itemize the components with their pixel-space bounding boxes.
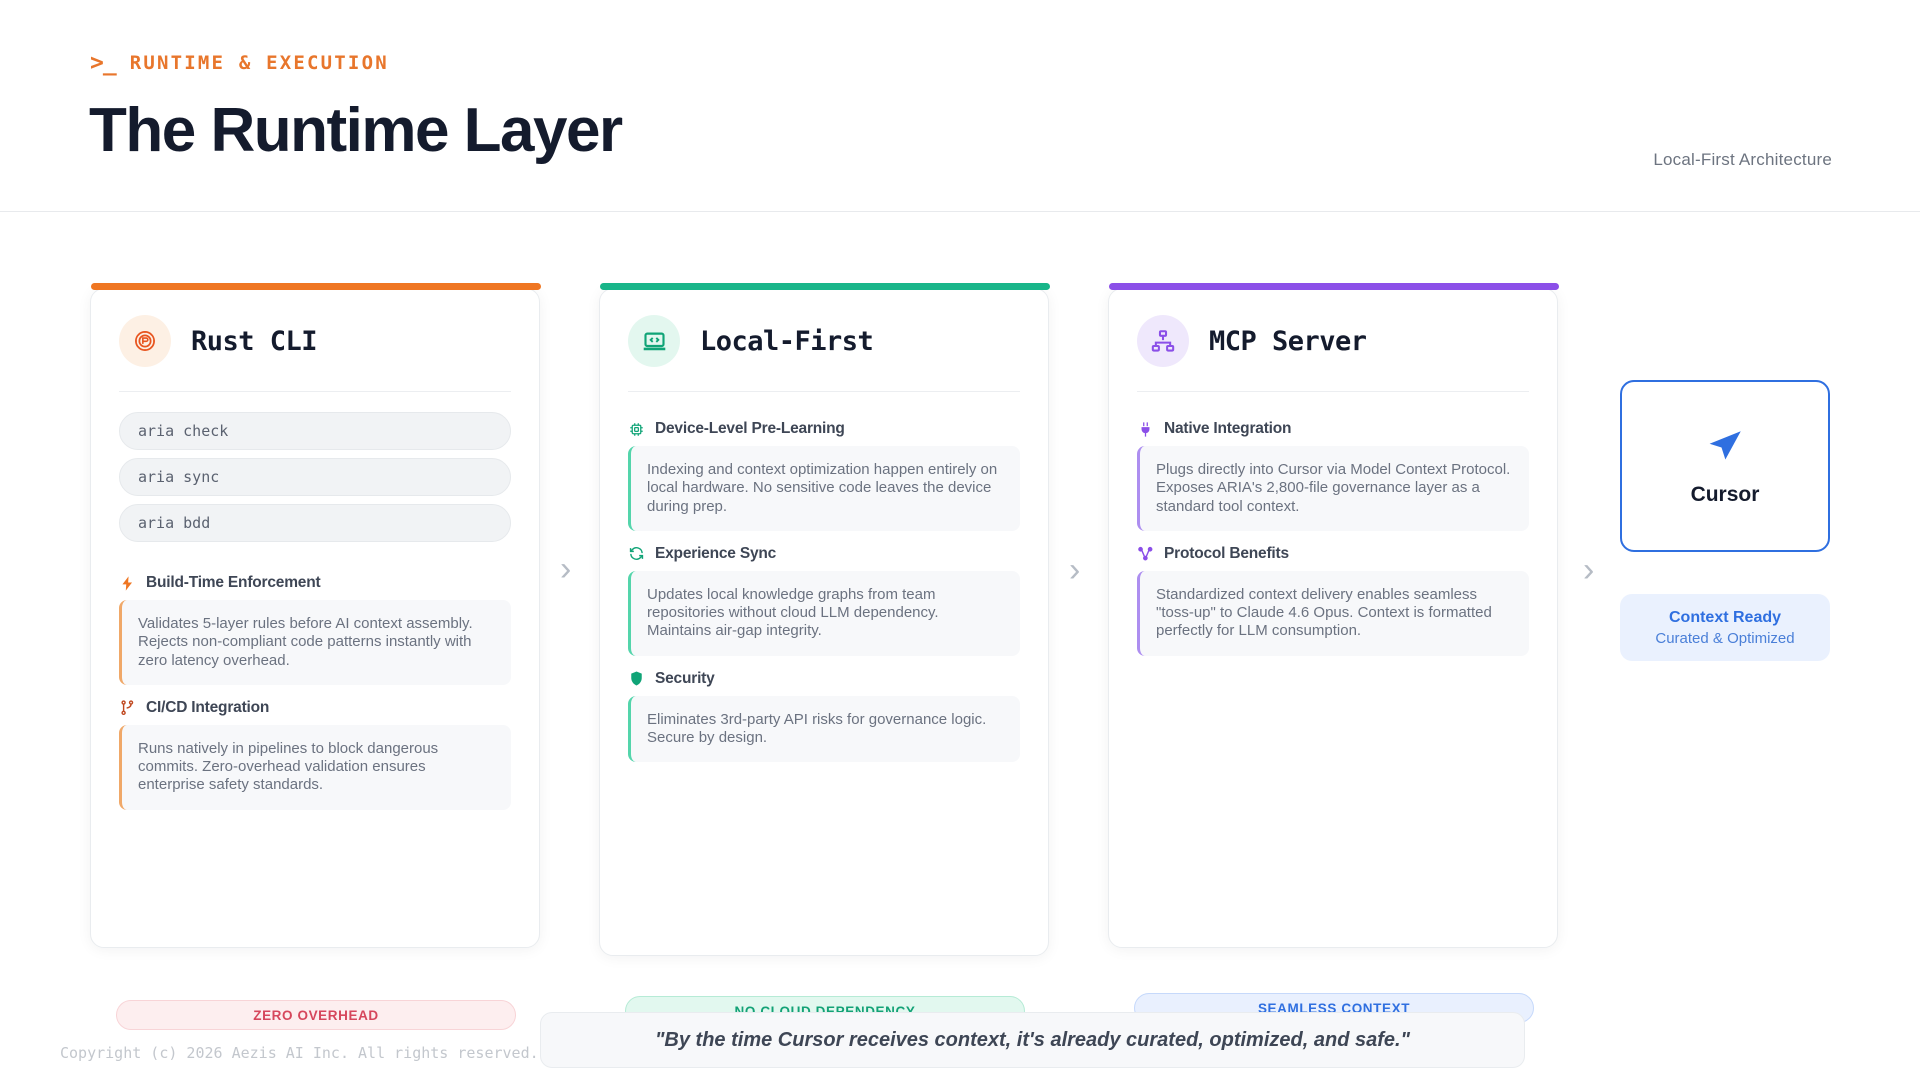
chip-subtitle: Curated & Optimized — [1655, 629, 1795, 647]
command-pill[interactable]: aria check — [119, 412, 511, 450]
page-title: The Runtime Layer — [89, 96, 623, 165]
card-accent-bar — [91, 283, 541, 290]
sync-refresh-icon — [629, 547, 644, 561]
feature-title: Security — [655, 669, 715, 687]
card-title: MCP Server — [1209, 325, 1367, 357]
command-pill[interactable]: aria bdd — [119, 504, 511, 542]
card-rust-cli[interactable]: Rust CLI aria check aria sync aria bdd B… — [90, 283, 541, 948]
cards-row: Rust CLI aria check aria sync aria bdd B… — [0, 212, 1920, 972]
flow-chevron-icon: › — [1069, 551, 1081, 589]
feature-list: Native Integration Plugs directly into C… — [1109, 392, 1557, 656]
feature-body: Standardized context delivery enables se… — [1137, 570, 1529, 656]
cpu-chip-icon — [630, 422, 643, 436]
divider — [628, 391, 1020, 392]
status-badge-zero-overhead: ZERO OVERHEAD — [116, 1000, 516, 1030]
card-header: Local-First — [600, 289, 1048, 367]
card-accent-bar — [1109, 283, 1559, 290]
network-hierarchy-icon — [1137, 315, 1189, 367]
feature-list: Build-Time Enforcement Validates 5-layer… — [91, 550, 539, 810]
card-accent-bar — [600, 283, 1050, 290]
feature-body: Indexing and context optimization happen… — [628, 446, 1020, 531]
feature-title: Native Integration — [1164, 420, 1292, 437]
card-local-first[interactable]: Local-First Device-Level Pre-Learning In… — [599, 283, 1050, 956]
cursor-label: Cursor — [1690, 483, 1760, 506]
footer-copyright: Copyright (c) 2026 Aezis AI Inc. All rig… — [60, 1044, 539, 1062]
plug-icon — [1141, 421, 1150, 437]
feature-body: Plugs directly into Cursor via Model Con… — [1137, 446, 1529, 531]
feature-header: Device-Level Pre-Learning — [628, 420, 1020, 438]
shield-icon — [631, 671, 642, 686]
feature-header: Native Integration — [1137, 420, 1529, 438]
flow-chevron-icon: › — [560, 550, 572, 588]
breadcrumb: >_ RUNTIME & EXECUTION — [90, 50, 389, 76]
feature-body: Eliminates 3rd-party API risks for gover… — [628, 695, 1020, 763]
card-title: Rust CLI — [191, 325, 318, 357]
terminal-prompt-icon: >_ — [90, 50, 117, 76]
feature-title: Device-Level Pre-Learning — [655, 420, 845, 437]
share-nodes-icon — [1138, 547, 1153, 561]
card-mcp-server[interactable]: MCP Server Native Integration Plugs dire… — [1108, 283, 1559, 948]
feature-header: Protocol Benefits — [1137, 545, 1529, 563]
feature-header: CI/CD Integration — [119, 699, 511, 717]
command-pill[interactable]: aria sync — [119, 458, 511, 496]
feature-list: Device-Level Pre-Learning Indexing and c… — [600, 392, 1048, 763]
feature-header: Build-Time Enforcement — [119, 574, 511, 592]
feature-header: Security — [628, 670, 1020, 688]
chip-title: Context Ready — [1668, 608, 1782, 626]
cursor-arrow-icon — [1709, 431, 1741, 460]
divider — [1137, 391, 1529, 392]
command-list: aria check aria sync aria bdd — [91, 392, 539, 542]
cursor-destination-box[interactable]: Cursor — [1620, 380, 1830, 552]
rust-gear-icon — [119, 315, 171, 367]
divider — [119, 391, 511, 392]
lightning-bolt-icon — [122, 575, 133, 591]
feature-body: Updates local knowledge graphs from team… — [628, 570, 1020, 656]
git-branch-icon — [121, 700, 134, 716]
feature-body: Runs natively in pipelines to block dang… — [119, 724, 511, 810]
feature-title: Build-Time Enforcement — [146, 574, 321, 591]
flow-chevron-icon: › — [1583, 551, 1595, 589]
card-title: Local-First — [700, 325, 874, 357]
feature-body: Validates 5-layer rules before AI contex… — [119, 600, 511, 685]
page-header: >_ RUNTIME & EXECUTION The Runtime Layer… — [0, 0, 1920, 212]
feature-header: Experience Sync — [628, 545, 1020, 563]
eyebrow-label: RUNTIME & EXECUTION — [129, 52, 389, 74]
feature-title: Protocol Benefits — [1164, 544, 1289, 562]
header-meta-label: Local-First Architecture — [1653, 150, 1832, 169]
feature-title: CI/CD Integration — [146, 698, 270, 716]
context-ready-chip: Context Ready Curated & Optimized — [1620, 594, 1830, 661]
footer-quote: "By the time Cursor receives context, it… — [540, 1012, 1525, 1068]
laptop-code-icon — [628, 315, 680, 367]
card-header: MCP Server — [1109, 289, 1557, 367]
card-header: Rust CLI — [91, 289, 539, 367]
feature-title: Experience Sync — [655, 544, 777, 562]
